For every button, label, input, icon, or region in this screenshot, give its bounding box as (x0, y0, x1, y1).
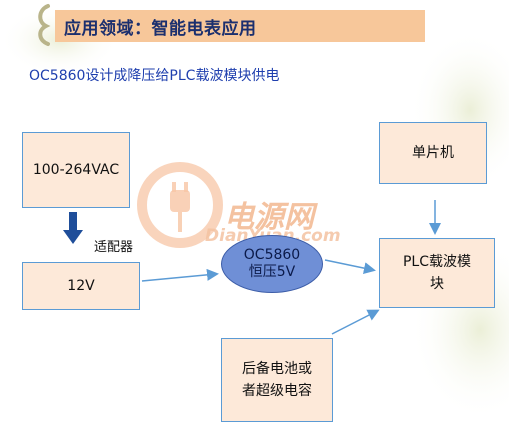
adapter-label: 适配器 (94, 240, 134, 255)
subtitle: OC5860设计成降压给PLC载波模块供电 (29, 68, 280, 84)
adapter-down-arrow (63, 212, 83, 244)
mcu-label: 单片机 (412, 145, 454, 161)
plc-module-label-line2: 块 (430, 276, 444, 292)
output-12v-label: 12V (67, 278, 95, 294)
arrow-12v-to-regulator (141, 268, 219, 282)
plc-module-label-line1: PLC载波模 (402, 254, 472, 270)
watermark-cn: 电源网 (224, 200, 314, 235)
input-voltage-box: 100-264VAC (22, 132, 130, 208)
title-swirl-icon (38, 4, 51, 46)
backup-battery-label-line1: 后备电池或 (242, 361, 312, 377)
mcu-box: 单片机 (379, 122, 487, 184)
regulator-label-line1: OC5860 (243, 247, 301, 263)
page-title: 应用领域：智能电表应用 (64, 19, 257, 39)
arrow-regulator-to-plc (324, 259, 376, 275)
regulator-label-line2: 恒压5V (248, 264, 296, 280)
plc-module-box: PLC载波模 块 (379, 238, 495, 308)
backup-battery-label-line2: 者超级电容 (242, 383, 312, 399)
input-voltage-label: 100-264VAC (32, 162, 120, 178)
arrow-battery-to-plc (331, 309, 380, 335)
output-12v-box: 12V (22, 262, 140, 310)
backup-battery-box: 后备电池或 者超级电容 (221, 338, 333, 422)
regulator-ellipse: OC5860 恒压5V (221, 235, 323, 293)
title-bar (55, 10, 425, 42)
